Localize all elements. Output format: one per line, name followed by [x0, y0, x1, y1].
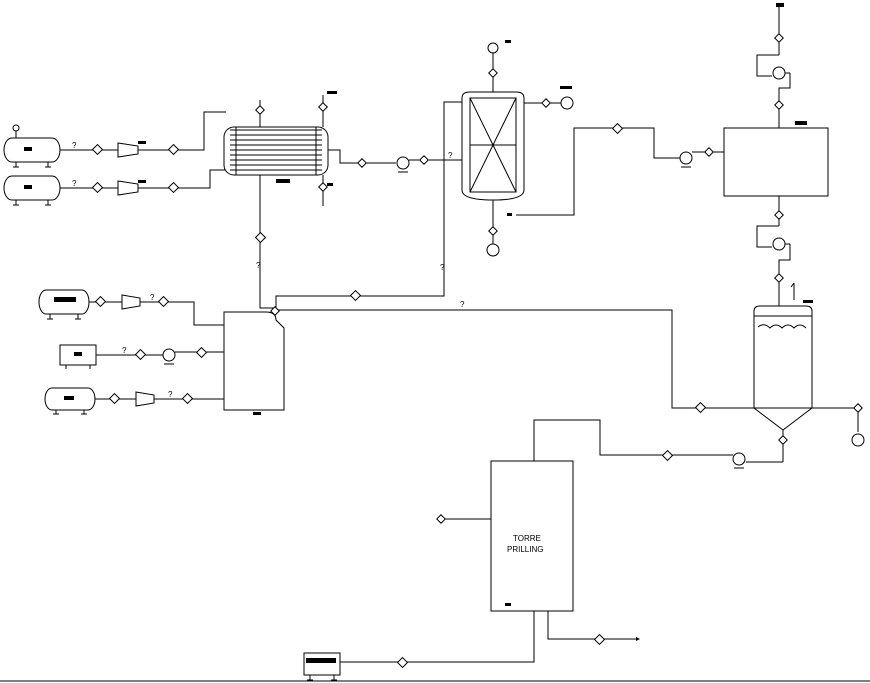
- mixer-vessel[interactable]: [223, 306, 285, 415]
- reactor-bottom-nozzle: [486, 200, 500, 257]
- svg-text:?: ?: [150, 293, 155, 302]
- tower-side-inlet: [436, 514, 491, 524]
- feed-line-top-2: ?: [60, 169, 226, 196]
- prilling-tower[interactable]: TORRE PRILLING: [490, 460, 574, 612]
- feed-tank-mid-2[interactable]: [59, 344, 97, 369]
- tower-product-outlet: [547, 611, 640, 646]
- line-exchanger-down: ? ?: [254, 101, 462, 309]
- line-reactor-to-tank: [516, 122, 724, 216]
- reactor-side-nozzle: [524, 86, 574, 110]
- heat-exchanger[interactable]: [223, 126, 329, 183]
- tower-bottom-line: [340, 611, 535, 669]
- svg-text:?: ?: [168, 390, 173, 399]
- settler-vessel[interactable]: [752, 305, 814, 431]
- reactor-top-nozzle: [487, 40, 511, 92]
- reactor[interactable]: [461, 91, 525, 216]
- storage-tank-inlet: [756, 3, 791, 128]
- feed-line-top-1: ?: [60, 111, 226, 158]
- feed-tank-top-1[interactable]: [3, 124, 61, 168]
- storage-tank-outlet: [756, 196, 813, 308]
- feed-tank-top-2[interactable]: [3, 175, 61, 206]
- line-exchanger-to-reactor: ?: [328, 149, 462, 173]
- svg-text:?: ?: [122, 346, 127, 355]
- tower-label-line1: TORRE: [513, 534, 541, 543]
- tower-label-line2: PRILLING: [507, 545, 543, 554]
- svg-text:?: ?: [460, 300, 465, 309]
- settler-bottom-line: [533, 419, 788, 469]
- feed-tank-mid-3[interactable]: [44, 387, 96, 415]
- feed-line-mid-2: ?: [96, 346, 224, 365]
- svg-text:?: ?: [72, 141, 77, 150]
- product-tank[interactable]: [303, 652, 341, 681]
- storage-tank[interactable]: [723, 121, 829, 197]
- settler-outlet-right: [812, 403, 865, 447]
- svg-text:?: ?: [448, 151, 453, 160]
- feed-line-mid-1: ?: [89, 293, 224, 326]
- feed-tank-mid-1[interactable]: [38, 289, 90, 320]
- feed-line-mid-3: ?: [95, 390, 224, 407]
- exchanger-vents: [255, 91, 337, 206]
- svg-text:?: ?: [440, 263, 445, 272]
- svg-text:?: ?: [256, 261, 261, 270]
- svg-text:?: ?: [72, 179, 77, 188]
- line-mixer-to-settler: ?: [276, 300, 754, 414]
